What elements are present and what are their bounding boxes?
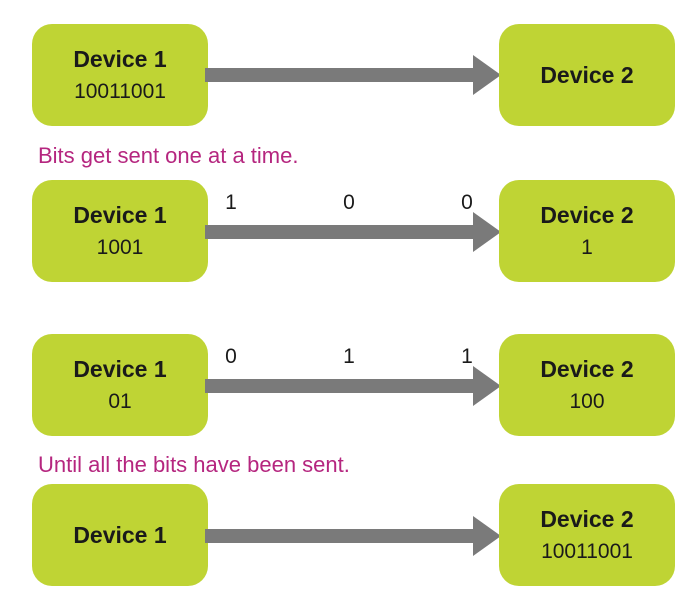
device-1-box: Device 1 1001 bbox=[32, 180, 208, 282]
device-2-box: Device 2 1 bbox=[499, 180, 675, 282]
bit-in-transit: 0 bbox=[461, 191, 473, 214]
caption-one-at-a-time: Bits get sent one at a time. bbox=[38, 143, 299, 168]
device-label: Device 2 bbox=[540, 202, 634, 228]
device-label: Device 1 bbox=[73, 522, 167, 548]
device-label: Device 1 bbox=[73, 202, 167, 228]
device-bits: 100 bbox=[569, 390, 605, 413]
device-2-box: Device 2 10011001 bbox=[499, 484, 675, 586]
bit-in-transit: 0 bbox=[225, 345, 237, 368]
transfer-arrow bbox=[205, 55, 501, 95]
bit-in-transit: 1 bbox=[461, 345, 473, 368]
device-label: Device 1 bbox=[73, 46, 167, 72]
device-1-box: Device 1 10011001 bbox=[32, 24, 208, 126]
device-label: Device 1 bbox=[73, 356, 167, 382]
device-bits: 10011001 bbox=[74, 80, 166, 103]
device-2-box: Device 2 bbox=[499, 24, 675, 126]
transfer-arrow bbox=[205, 516, 501, 556]
caption-all-bits-sent: Until all the bits have been sent. bbox=[38, 452, 350, 477]
device-bits: 1 bbox=[581, 236, 593, 259]
device-label: Device 2 bbox=[540, 62, 634, 88]
device-label: Device 2 bbox=[540, 506, 634, 532]
bit-in-transit: 1 bbox=[343, 345, 355, 368]
device-1-box: Device 1 bbox=[32, 484, 208, 586]
transfer-arrow bbox=[205, 366, 501, 406]
device-bits: 01 bbox=[108, 390, 132, 413]
device-bits: 10011001 bbox=[541, 540, 633, 563]
device-label: Device 2 bbox=[540, 356, 634, 382]
device-1-box: Device 1 01 bbox=[32, 334, 208, 436]
transfer-arrow bbox=[205, 212, 501, 252]
bit-in-transit: 1 bbox=[225, 191, 237, 214]
device-bits: 1001 bbox=[96, 236, 144, 259]
bit-in-transit: 0 bbox=[343, 191, 355, 214]
device-2-box: Device 2 100 bbox=[499, 334, 675, 436]
